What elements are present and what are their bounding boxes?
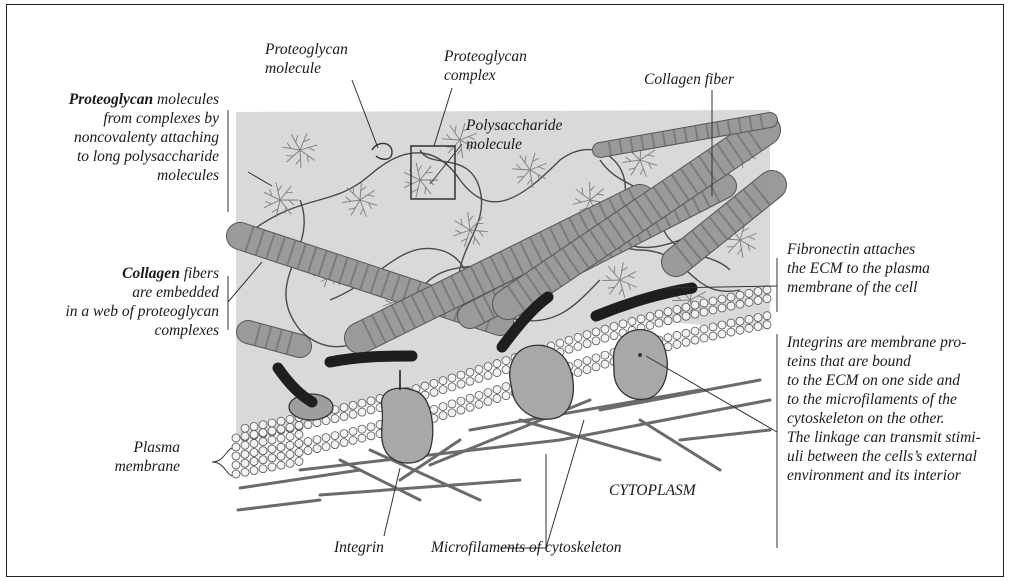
- label-collagen-fiber: Collagen fiber: [644, 70, 734, 89]
- label-cytoplasm: CYTOPLASM: [609, 481, 696, 500]
- label-collagen-bold: Collagen: [122, 265, 180, 282]
- integrin-4: [614, 330, 668, 400]
- label-polysaccharide-molecule: Polysaccharide molecule: [466, 116, 562, 154]
- label-proteoglycan-description: Proteoglycan molecules from complexes by…: [69, 90, 219, 185]
- label-plasma-membrane: Plasma membrane: [115, 438, 180, 476]
- label-microfilaments: Microfilaments of cytoskeleton: [431, 538, 622, 557]
- label-proteoglycan-complex: Proteoglycan complex: [444, 47, 527, 85]
- label-integrins-description: Integrins are membrane pro- teins that a…: [787, 333, 981, 485]
- label-fibronectin-description: Fibronectin attaches the ECM to the plas…: [787, 240, 930, 297]
- label-collagen-description: Collagen fibers are embedded in a web of…: [65, 264, 219, 340]
- label-integrin: Integrin: [334, 538, 384, 557]
- label-proteoglycan-molecule: Proteoglycan molecule: [265, 40, 348, 78]
- integrin-3: [510, 345, 574, 419]
- label-proteoglycan-bold: Proteoglycan: [69, 91, 153, 108]
